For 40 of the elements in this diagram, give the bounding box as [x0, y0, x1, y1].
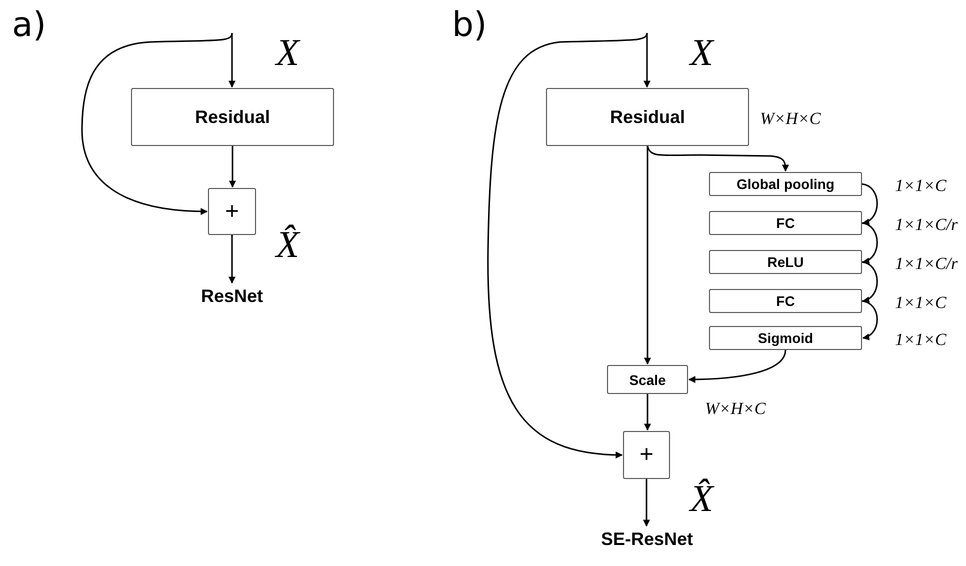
- process-box: FC: [709, 211, 862, 235]
- dimension-text: 1×1×C/r: [895, 214, 958, 236]
- arrow: [228, 235, 236, 284]
- process-box: Sigmoid: [709, 326, 862, 350]
- process-box: Residual: [546, 88, 749, 146]
- dimension-text: 1×1×C/r: [895, 253, 958, 275]
- dimension-text: 1×1×C: [895, 175, 946, 197]
- arrow: [646, 146, 789, 172]
- caption-text: SE-ResNet: [587, 527, 707, 553]
- arrow: [228, 33, 236, 88]
- math-symbol: X: [276, 34, 300, 72]
- arrow: [688, 350, 786, 383]
- process-box: FC: [709, 289, 862, 313]
- math-symbol: X: [690, 34, 714, 72]
- arrow: [862, 261, 878, 302]
- arrow: [81, 32, 233, 215]
- process-box: Scale: [607, 365, 688, 394]
- arrow: [644, 394, 651, 431]
- process-box: Global pooling: [709, 172, 862, 196]
- arrow: [644, 33, 650, 88]
- math-symbol: X̂: [276, 226, 300, 264]
- arrow: [229, 146, 236, 188]
- process-box: ReLU: [709, 250, 862, 274]
- dimension-text: W×H×C: [705, 398, 766, 420]
- math-symbol: X̂: [690, 480, 714, 518]
- panel-label: a): [12, 8, 46, 42]
- sum-box: +: [623, 431, 670, 479]
- arrow: [487, 32, 648, 458]
- dimension-text: W×H×C: [760, 108, 821, 130]
- dimension-text: 1×1×C: [895, 292, 946, 314]
- arrow: [862, 300, 878, 340]
- arrow: [644, 146, 651, 365]
- process-box: Residual: [131, 88, 334, 146]
- panel-label: b): [452, 8, 487, 42]
- arrow: [862, 183, 878, 224]
- caption-text: ResNet: [192, 284, 272, 310]
- sum-box: +: [208, 188, 256, 235]
- arrow: [862, 222, 878, 264]
- dimension-text: 1×1×C: [895, 329, 946, 351]
- arrow: [643, 479, 650, 527]
